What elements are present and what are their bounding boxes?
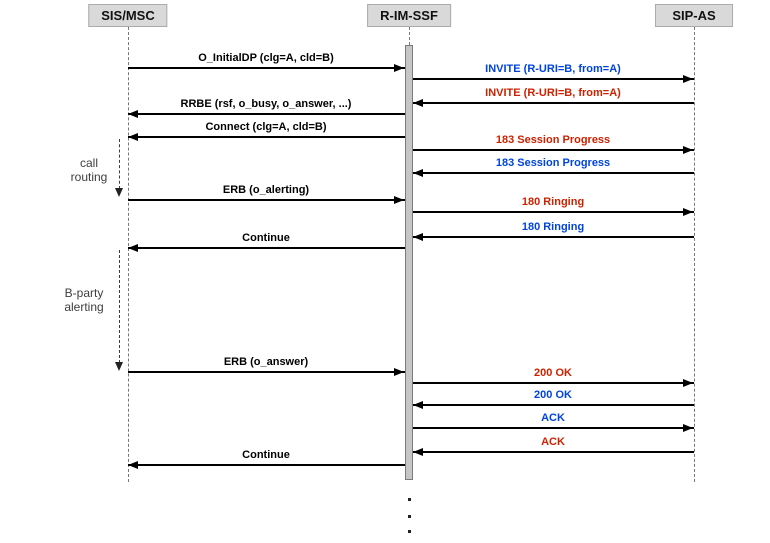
actor-box-sis-msc: SIS/MSC bbox=[88, 4, 168, 27]
continuation-dot-icon bbox=[408, 515, 411, 518]
arrowhead-right-icon bbox=[683, 146, 693, 154]
arrowhead-left-icon bbox=[413, 401, 423, 409]
phase-arrowhead-down-icon bbox=[115, 362, 123, 371]
message-label: 180 Ringing bbox=[521, 221, 585, 233]
phase-arrowhead-down-icon bbox=[115, 188, 123, 197]
message-line bbox=[128, 199, 405, 201]
message-line bbox=[413, 382, 694, 384]
message-line bbox=[413, 404, 694, 406]
arrowhead-left-icon bbox=[128, 110, 138, 118]
message-line bbox=[413, 451, 694, 453]
phase-duration-line bbox=[119, 250, 120, 363]
message-label: Continue bbox=[242, 232, 290, 244]
arrowhead-right-icon bbox=[394, 368, 404, 376]
message-label: ACK bbox=[541, 436, 565, 448]
message-label: 180 Ringing bbox=[521, 196, 585, 208]
message-label: 200 OK bbox=[534, 367, 572, 379]
arrowhead-left-icon bbox=[413, 233, 423, 241]
message-label: RRBE (rsf, o_busy, o_answer, ...) bbox=[180, 98, 352, 110]
message-label: INVITE (R-URI=B, from=A) bbox=[485, 63, 621, 75]
actor-label-sis-msc: SIS/MSC bbox=[101, 8, 155, 23]
lifeline-sis-msc bbox=[128, 27, 129, 482]
message-label: ACK bbox=[541, 412, 565, 424]
phase-label-line: B-party bbox=[64, 286, 104, 300]
message-line bbox=[413, 236, 694, 238]
arrowhead-right-icon bbox=[683, 379, 693, 387]
message-label: INVITE (R-URI=B, from=A) bbox=[485, 87, 621, 99]
message-line bbox=[128, 371, 405, 373]
message-label: O_InitialDP (clg=A, cld=B) bbox=[198, 52, 334, 64]
phase-label-line: alerting bbox=[64, 300, 104, 314]
phase-label-line: call bbox=[79, 156, 99, 170]
arrowhead-left-icon bbox=[413, 448, 423, 456]
message-line bbox=[413, 427, 694, 429]
actor-box-sip-as: SIP-AS bbox=[655, 4, 733, 27]
message-line bbox=[413, 149, 694, 151]
message-label: ERB (o_answer) bbox=[223, 356, 309, 368]
arrowhead-right-icon bbox=[683, 208, 693, 216]
message-line bbox=[413, 211, 694, 213]
arrowhead-left-icon bbox=[128, 461, 138, 469]
continuation-dot-icon bbox=[408, 530, 411, 533]
arrowhead-right-icon bbox=[683, 75, 693, 83]
message-line bbox=[128, 113, 405, 115]
message-label: 183 Session Progress bbox=[495, 134, 611, 146]
message-label: 183 Session Progress bbox=[495, 157, 611, 169]
arrowhead-left-icon bbox=[128, 244, 138, 252]
message-label: Continue bbox=[242, 449, 290, 461]
message-line bbox=[128, 247, 405, 249]
message-line bbox=[413, 78, 694, 80]
actor-label-sip-as: SIP-AS bbox=[672, 8, 716, 23]
arrowhead-left-icon bbox=[413, 99, 423, 107]
message-line bbox=[128, 464, 405, 466]
arrowhead-right-icon bbox=[683, 424, 693, 432]
lifeline-r-im-ssf bbox=[409, 27, 410, 45]
arrowhead-left-icon bbox=[128, 133, 138, 141]
activation-bar-r-im-ssf bbox=[405, 45, 413, 480]
message-line bbox=[128, 136, 405, 138]
actor-label-r-im-ssf: R-IM-SSF bbox=[380, 8, 438, 23]
continuation-dot-icon bbox=[408, 498, 411, 501]
phase-duration-line bbox=[119, 139, 120, 189]
arrowhead-right-icon bbox=[394, 196, 404, 204]
message-line bbox=[413, 102, 694, 104]
message-line bbox=[128, 67, 405, 69]
message-label: 200 OK bbox=[534, 389, 572, 401]
lifeline-sip-as bbox=[694, 27, 695, 482]
arrowhead-left-icon bbox=[413, 169, 423, 177]
message-line bbox=[413, 172, 694, 174]
message-label: Connect (clg=A, cld=B) bbox=[205, 121, 327, 133]
actor-box-r-im-ssf: R-IM-SSF bbox=[367, 4, 451, 27]
arrowhead-right-icon bbox=[394, 64, 404, 72]
message-label: ERB (o_alerting) bbox=[222, 184, 310, 196]
phase-label-line: routing bbox=[70, 170, 108, 184]
